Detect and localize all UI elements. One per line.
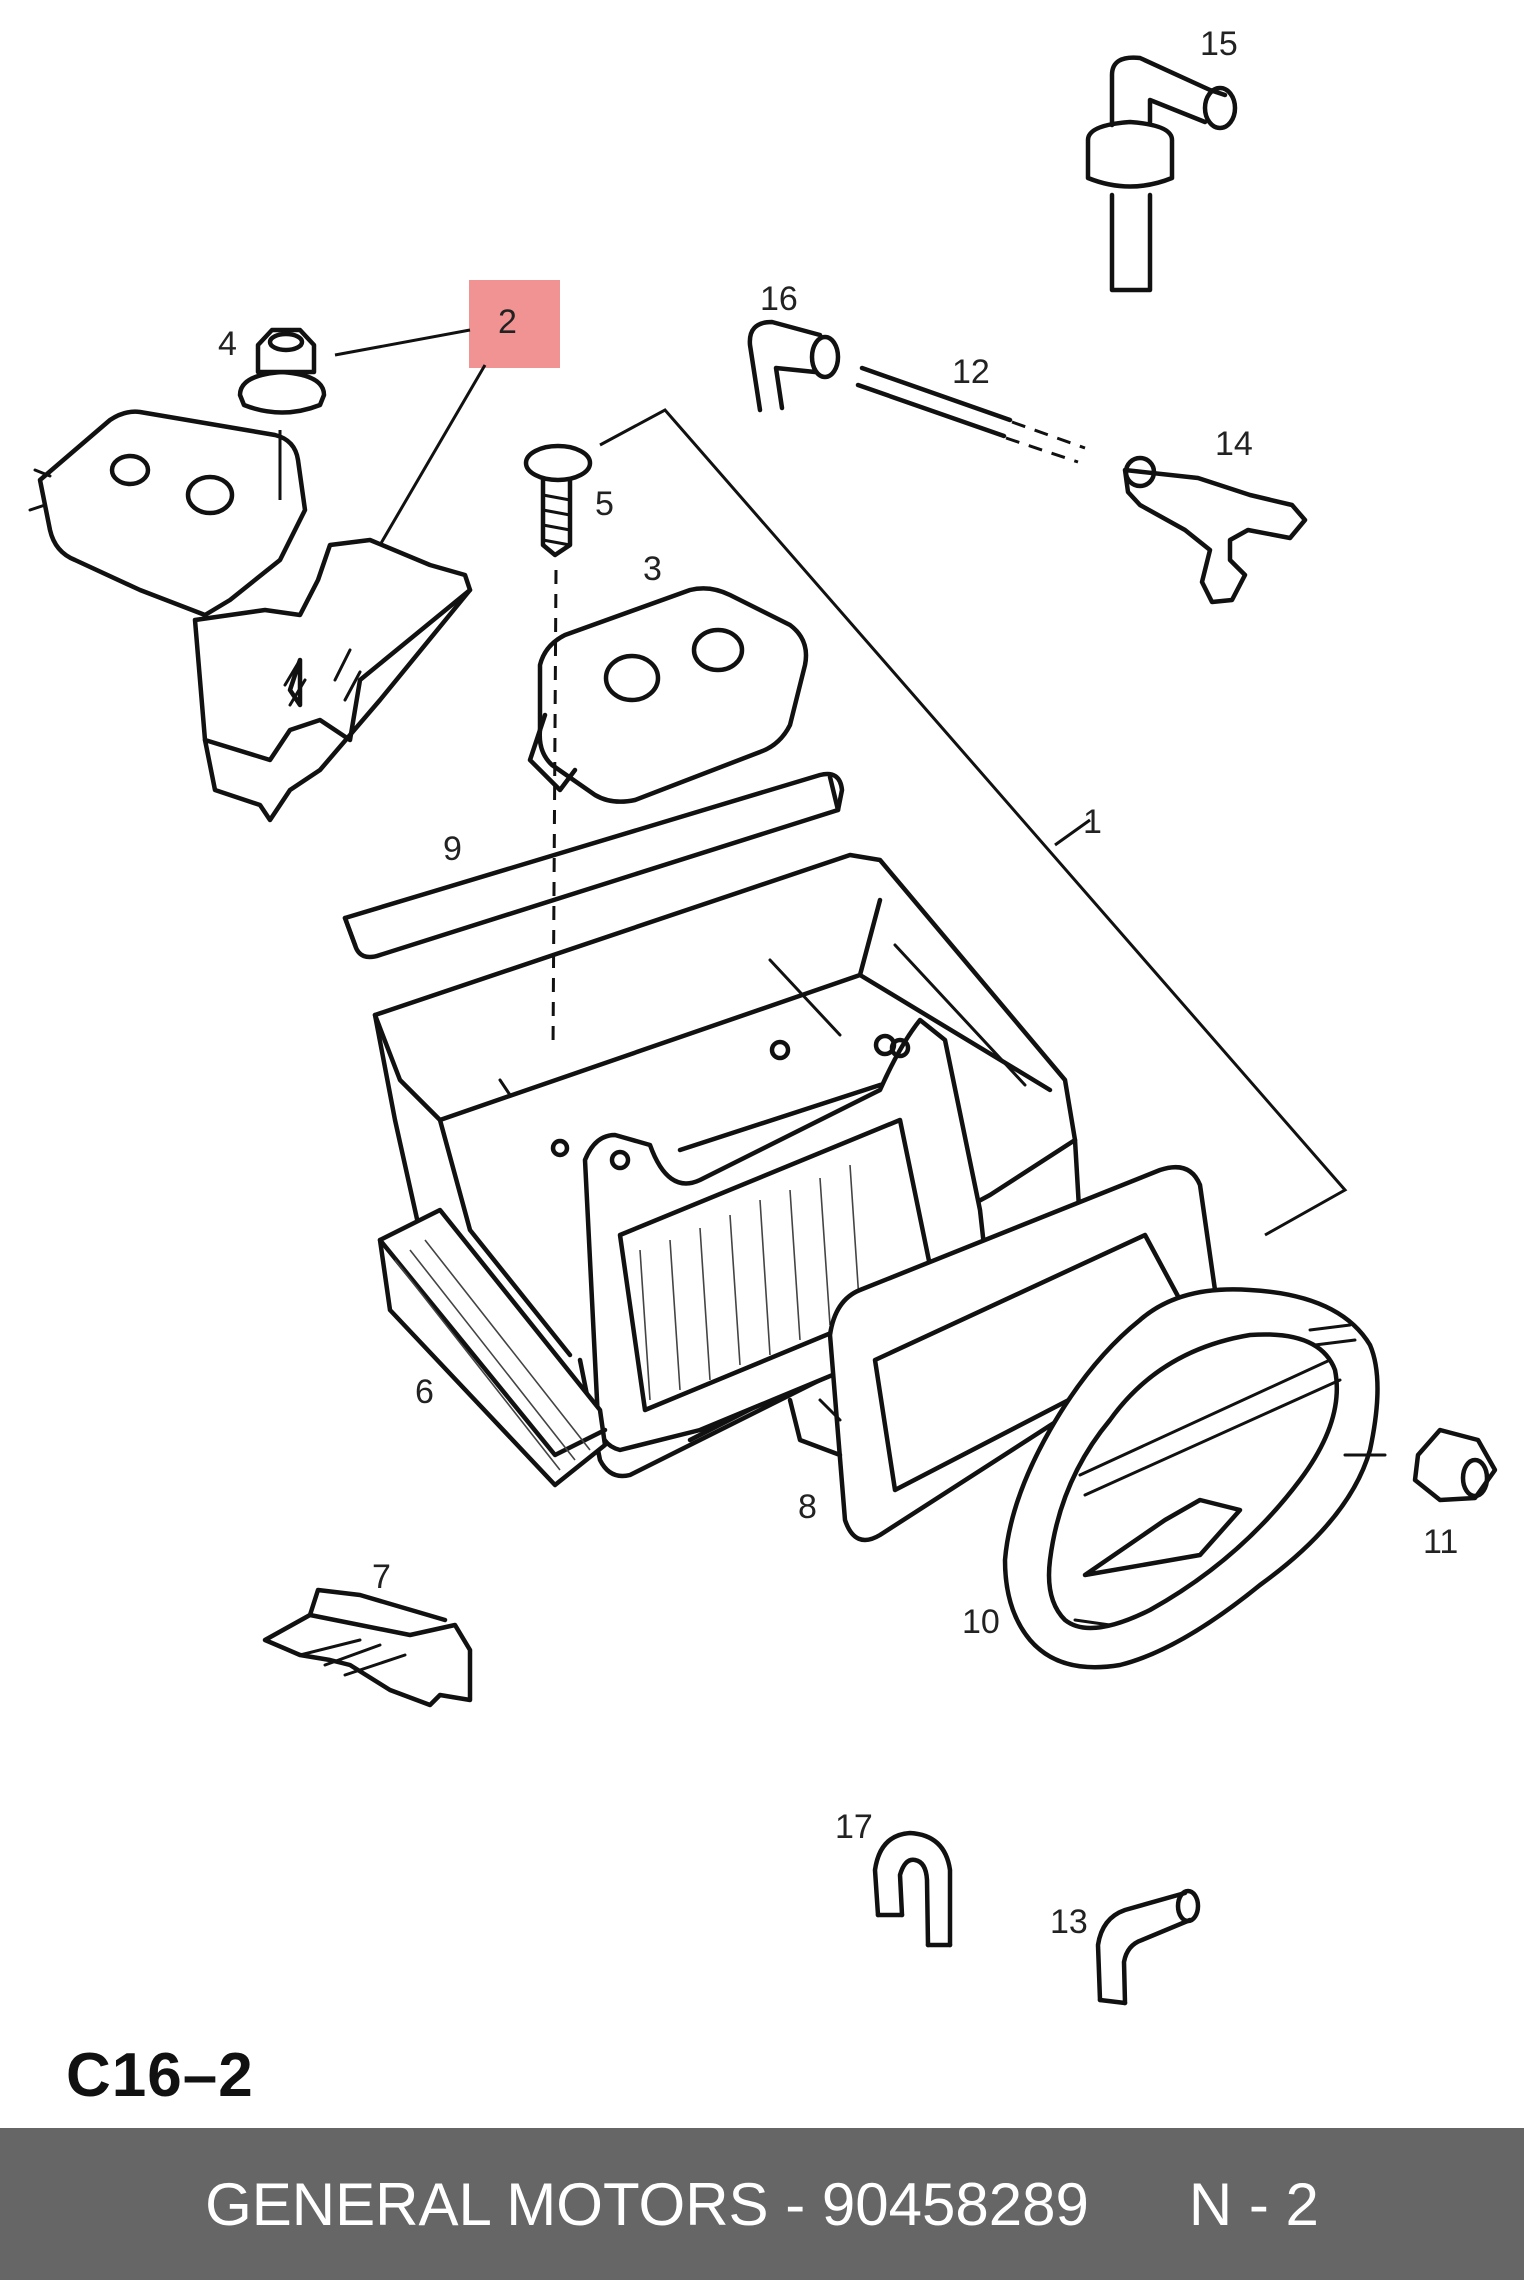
- part-2-reservoir-bracket: [28, 409, 473, 823]
- callout-13: 13: [1050, 1903, 1088, 1941]
- footer-bar: GENERAL MOTORS - 90458289 N - 2: [0, 2128, 1524, 2280]
- footer-text: GENERAL MOTORS - 90458289 N - 2: [205, 2170, 1319, 2239]
- footer-brand: GENERAL MOTORS: [205, 2170, 769, 2238]
- part-4-flange-nut: [237, 327, 327, 415]
- part-9-seal-strip: [342, 771, 845, 960]
- footer-quantity: N - 2: [1188, 2170, 1319, 2238]
- callout-1: 1: [1083, 803, 1102, 841]
- part-10-stud-gasket: [1002, 1287, 1387, 1670]
- callout-labels: 1 2 3 4 5 6 7 8 9 10 11 12 13 14 15 16 1…: [218, 25, 1458, 1941]
- part-16-elbow-hose: [747, 319, 841, 413]
- callout-highlight-box: [469, 280, 560, 368]
- callout-14: 14: [1215, 425, 1253, 463]
- part-7-clip: [262, 1587, 473, 1708]
- callout-8: 8: [798, 1488, 817, 1526]
- footer-part-number: 90458289: [821, 2170, 1089, 2238]
- callout-3: 3: [643, 550, 662, 588]
- part-6-filter: [377, 1207, 608, 1488]
- callout-17: 17: [835, 1808, 873, 1846]
- callout-16: 16: [760, 280, 798, 318]
- callout-10: 10: [962, 1603, 1000, 1641]
- part-17-u-hose: [872, 1830, 953, 1948]
- callout-9: 9: [443, 830, 462, 868]
- part-15-elbow-pipe: [1085, 55, 1238, 293]
- callout-2: 2: [498, 303, 517, 341]
- part-12-straight-hose: [855, 365, 1086, 464]
- leader-lines: [278, 328, 1348, 1237]
- part-3-reservoir-cap: [527, 586, 809, 804]
- callout-5: 5: [595, 485, 614, 523]
- part-11-nut: [1412, 1427, 1498, 1503]
- callout-6: 6: [415, 1373, 434, 1411]
- part-14-t-connector: [1122, 455, 1308, 605]
- callout-7: 7: [372, 1558, 391, 1596]
- footer-gap: [1089, 2171, 1189, 2238]
- callout-11: 11: [1423, 1523, 1458, 1561]
- diagram-code: C16–2: [66, 2041, 254, 2110]
- footer-separator: -: [768, 2170, 822, 2238]
- part-5-screw: [523, 443, 593, 558]
- exploded-parts-diagram: 1 2 3 4 5 6 7 8 9 10 11 12 13 14 15 16 1…: [28, 25, 1498, 2006]
- callout-4: 4: [218, 325, 237, 363]
- callout-15: 15: [1200, 25, 1238, 63]
- part-1-housing: [372, 852, 1083, 1479]
- callout-12: 12: [952, 353, 990, 391]
- part-13-bent-hose: [1095, 1888, 1201, 2006]
